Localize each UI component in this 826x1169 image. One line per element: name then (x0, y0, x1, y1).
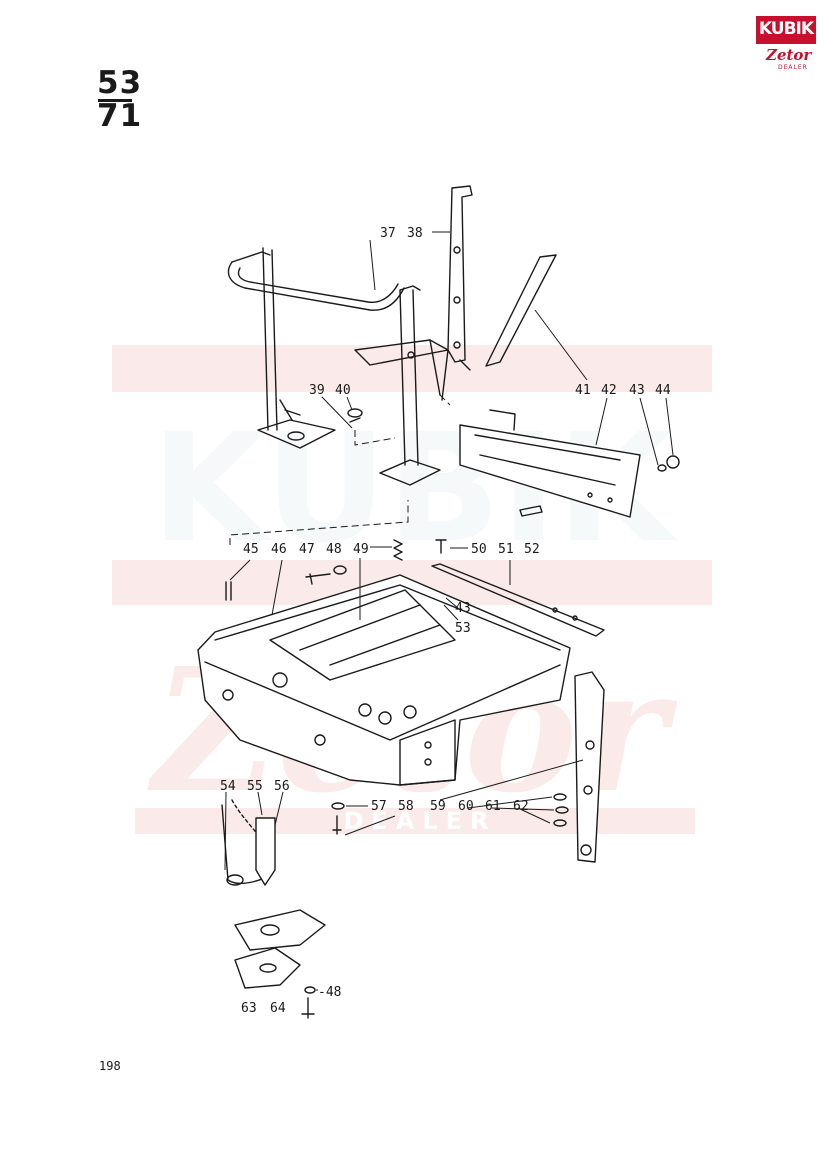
frame-rail-37 (227, 247, 405, 449)
bolt-64 (301, 997, 315, 1019)
callout-37: 37 (380, 226, 396, 241)
callout-56: 56 (274, 779, 290, 794)
page-number: 198 (99, 1059, 121, 1073)
callout-42: 42 (601, 383, 617, 398)
callout-47: 47 (299, 542, 315, 557)
callout-53: 53 (455, 621, 471, 636)
callout-57: 57 (371, 799, 387, 814)
washer-48b (304, 986, 316, 994)
step-plate-63 (234, 909, 326, 989)
callout-44: 44 (655, 383, 671, 398)
callout-51: 51 (498, 542, 514, 557)
callout-61: 61 (485, 799, 501, 814)
callout-60: 60 (458, 799, 474, 814)
washers-60-62 (553, 793, 569, 827)
washer-48 (333, 565, 347, 575)
section-number-bottom: 71 (97, 98, 143, 134)
callout-45: 45 (243, 542, 259, 557)
watermark-dealer-bar (135, 808, 695, 834)
logo-brand: KUBIK (758, 19, 814, 39)
watermark-small: DEALER (343, 807, 496, 835)
callout-49: 49 (353, 542, 369, 557)
logo-badge: KUBIK (756, 16, 816, 44)
bracket-38 (447, 185, 473, 371)
leader-lines (224, 231, 674, 991)
callout-59: 59 (430, 799, 446, 814)
plate-42 (459, 409, 641, 518)
bracket-59 (574, 671, 605, 863)
callout-54: 54 (220, 779, 236, 794)
section-number-top: 53 (97, 65, 143, 101)
assembly-dashed-lines (229, 394, 451, 545)
callout-48: 48 (326, 542, 342, 557)
callout-labels: 37 38 39 40 41 42 43 44 45 46 47 48 49 5… (220, 226, 671, 1016)
stay-41 (485, 254, 557, 367)
washer-57 (331, 802, 345, 810)
spring-49 (393, 539, 403, 561)
callout-62: 62 (513, 799, 529, 814)
screw-50 (435, 539, 447, 554)
callout-64: 64 (270, 1001, 286, 1016)
callout-38: 38 (407, 226, 423, 241)
callout-63: 63 (241, 1001, 257, 1016)
kubik-logo: KUBIK Zetor DEALER (756, 16, 816, 72)
callout-40: 40 (335, 383, 351, 398)
callout-41: 41 (575, 383, 591, 398)
bolt-39-40 (347, 408, 363, 423)
main-frame-46 (197, 574, 571, 786)
logo-small: DEALER (778, 64, 808, 71)
callout-52: 52 (524, 542, 540, 557)
washer-43 (657, 464, 667, 472)
callout-58: 58 (398, 799, 414, 814)
callout-39: 39 (309, 383, 325, 398)
pin-chain-54-56 (221, 799, 276, 886)
nut-44 (666, 455, 680, 469)
logo-sub: Zetor (766, 46, 812, 64)
callout-48b: -48 (318, 985, 341, 1000)
stud-45 (225, 581, 232, 601)
bolt-58 (332, 815, 342, 835)
callout-55: 55 (247, 779, 263, 794)
bolt-47 (305, 573, 331, 585)
watermark-bar-top (112, 345, 712, 392)
section-divider (98, 99, 132, 102)
upright-post (354, 285, 449, 486)
callout-50: 50 (471, 542, 487, 557)
callout-43b: 43 (455, 601, 471, 616)
strip-51 (431, 563, 605, 637)
callout-46: 46 (271, 542, 287, 557)
pin-52 (519, 505, 543, 517)
callout-43: 43 (629, 383, 645, 398)
